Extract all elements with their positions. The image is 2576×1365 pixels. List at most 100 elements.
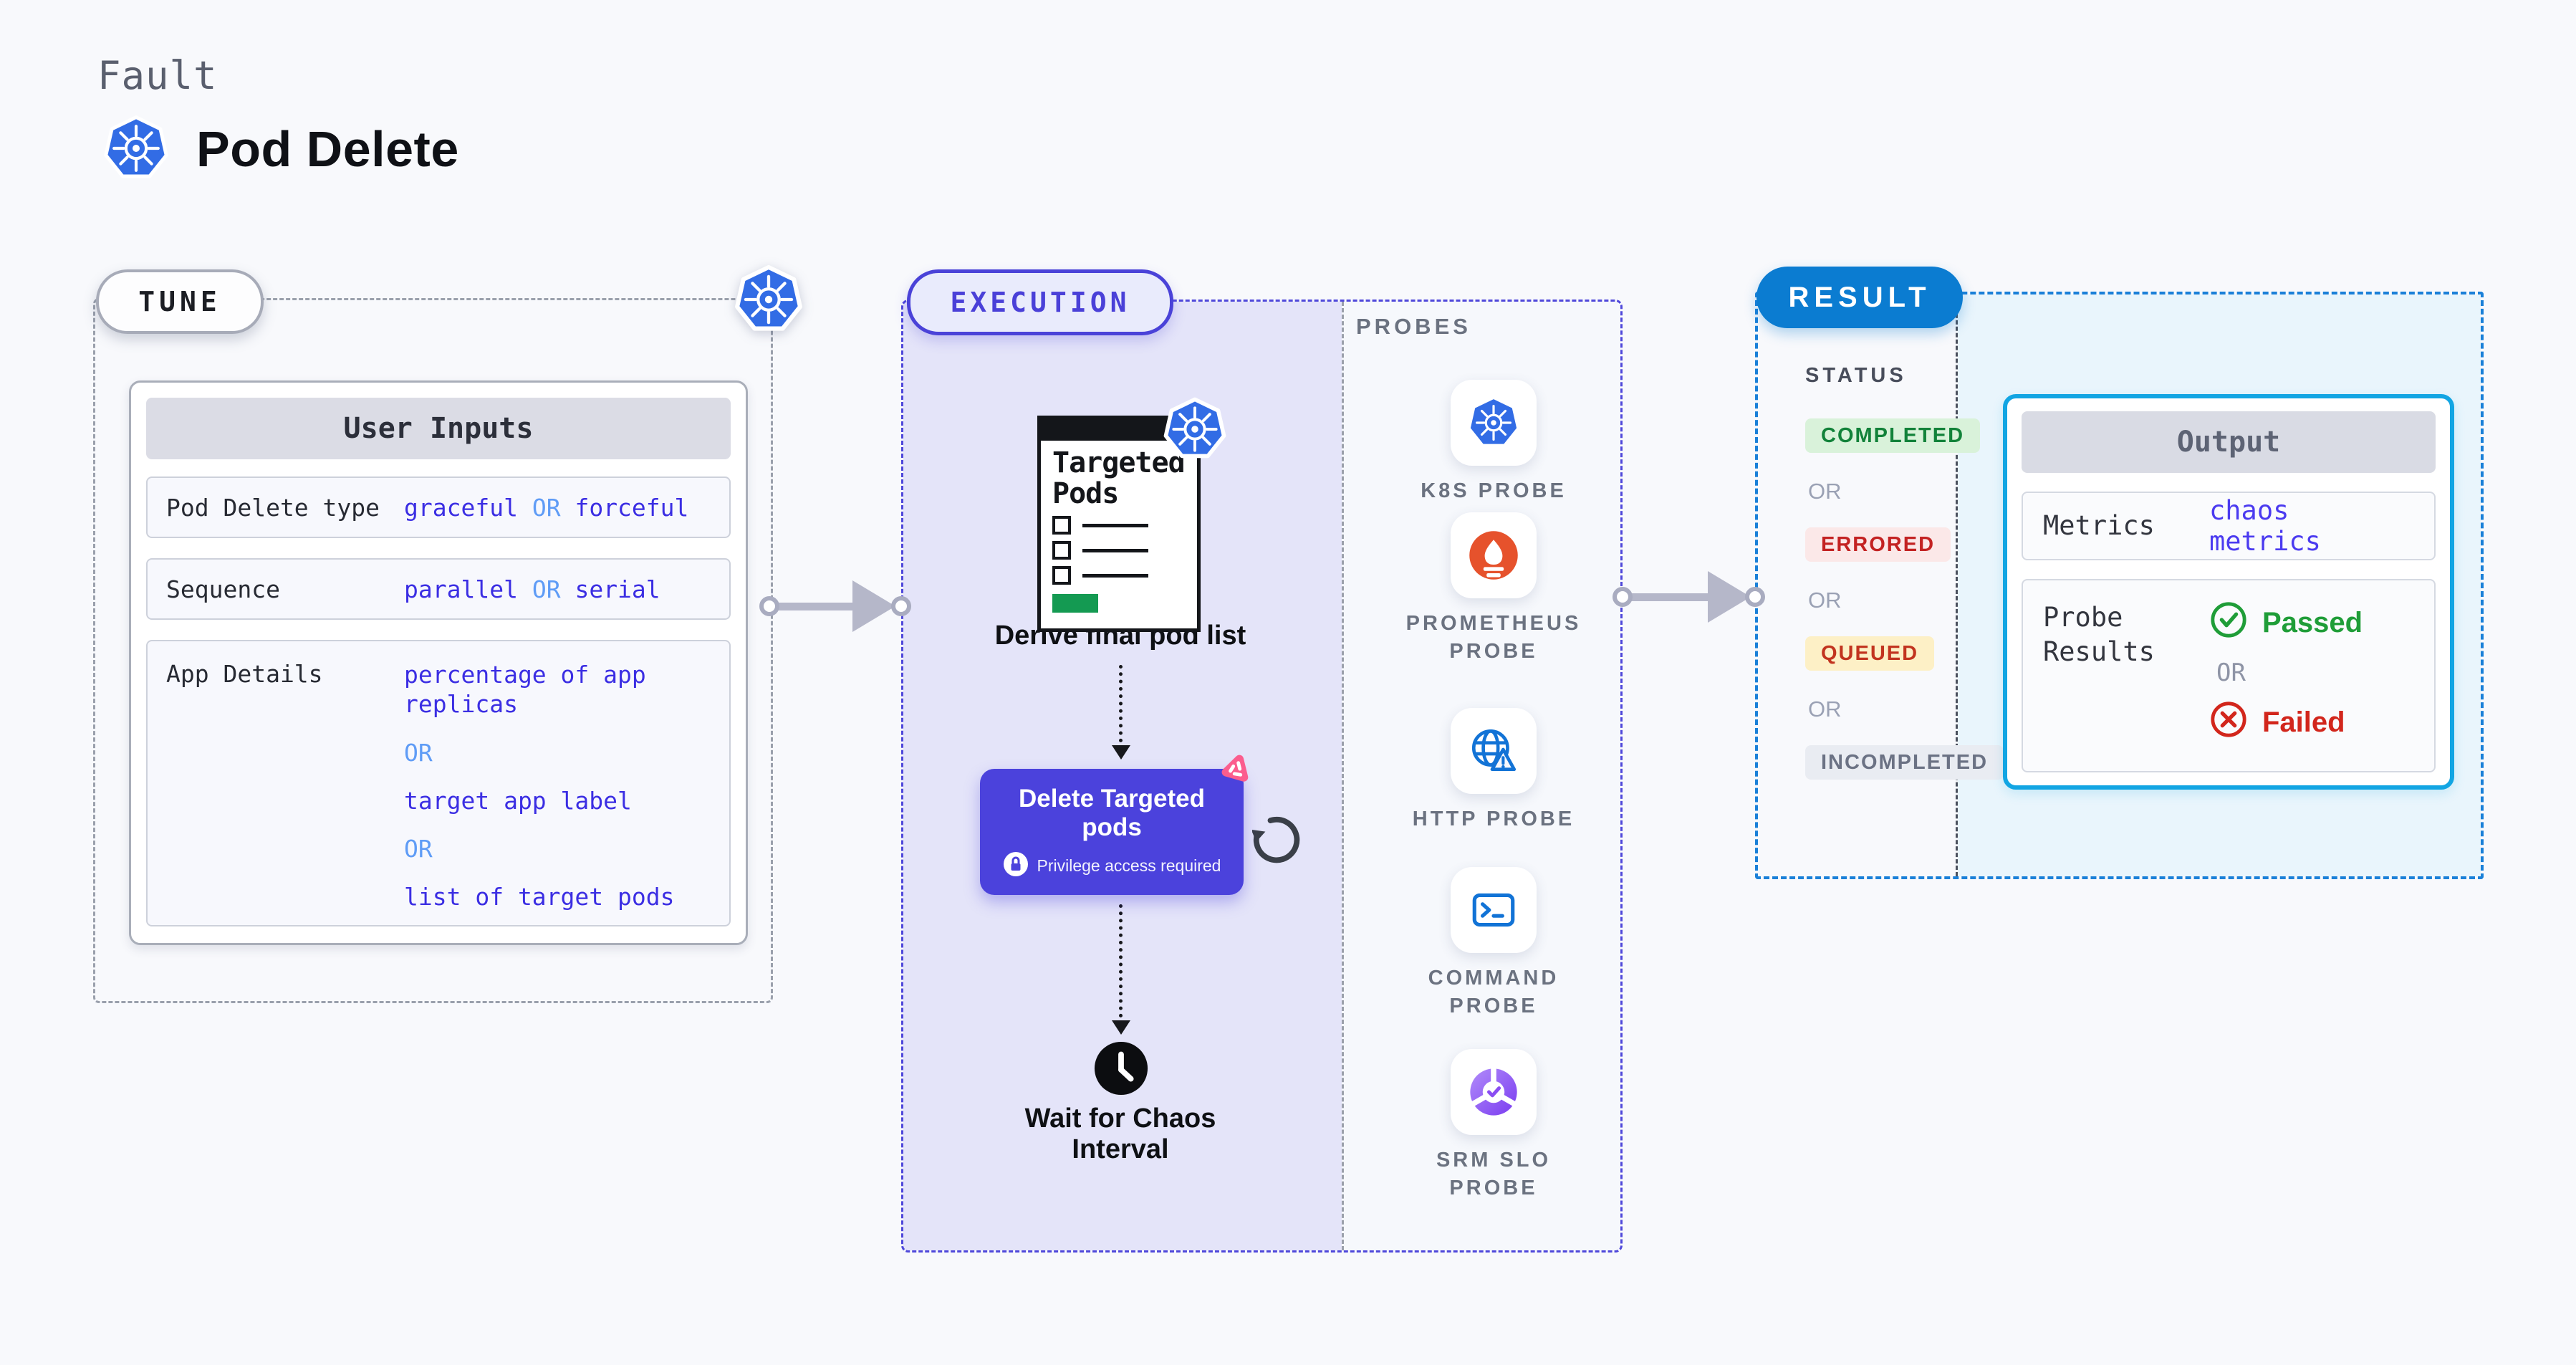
tune-section-box xyxy=(93,298,773,1003)
execution-section-box xyxy=(901,300,1623,1253)
failed-line: Failed xyxy=(2209,700,2363,745)
kubernetes-icon xyxy=(731,262,806,337)
terminal-icon xyxy=(1451,867,1537,953)
failed-label: Failed xyxy=(2262,707,2345,738)
metrics-row: Metrics chaos metrics xyxy=(2022,492,2436,560)
list-line xyxy=(1082,573,1148,578)
clock-icon xyxy=(1093,1040,1149,1096)
probe-item-http: HTTP PROBE xyxy=(1400,708,1587,833)
result-badge: RESULT xyxy=(1756,267,1963,328)
connector-port xyxy=(1745,587,1765,607)
result-section-box xyxy=(1755,292,2484,879)
passed-label: Passed xyxy=(2262,607,2363,638)
wait-chaos-interval-label: Wait for Chaos Interval xyxy=(1024,1103,1216,1164)
connector-port xyxy=(759,596,779,616)
or-separator: OR xyxy=(404,835,433,863)
clipboard-title: Targeted Pods xyxy=(1052,446,1186,511)
globe-warning-icon xyxy=(1451,708,1537,794)
value-option: serial xyxy=(575,575,660,603)
flow-connector xyxy=(1119,665,1123,742)
row-value: parallel OR serial xyxy=(404,575,711,603)
check-circle-icon xyxy=(2209,600,2248,646)
row-value: graceful OR forceful xyxy=(404,494,711,522)
arrow-down-icon xyxy=(1112,1020,1130,1035)
checklist-item xyxy=(1052,516,1197,535)
table-row: Sequence parallel OR serial xyxy=(146,558,731,620)
probe-label: SRM SLO PROBE xyxy=(1436,1149,1552,1200)
connector-port xyxy=(1613,587,1633,607)
row-label: Metrics xyxy=(2043,509,2155,541)
result-divider xyxy=(1956,294,1958,876)
probe-results-row: Probe Results Passed OR xyxy=(2022,579,2436,772)
user-inputs-header: User Inputs xyxy=(146,398,731,459)
node-title: Delete Targeted pods xyxy=(1019,785,1205,842)
arrow-right-icon xyxy=(1708,571,1751,623)
value-option: forceful xyxy=(575,493,689,522)
arrow-right-icon xyxy=(852,580,895,632)
table-row: Pod Delete type graceful OR forceful xyxy=(146,476,731,538)
probes-divider xyxy=(1342,302,1344,1250)
row-label: Probe Results xyxy=(2043,602,2155,668)
privilege-note: Privilege access required xyxy=(1037,856,1221,875)
probe-label: COMMAND PROBE xyxy=(1428,967,1559,1018)
tune-badge: TUNE xyxy=(96,269,264,334)
checkbox-icon xyxy=(1052,541,1071,560)
probe-item-prometheus: PROMETHEUS PROBE xyxy=(1400,512,1587,666)
connector-line xyxy=(1627,593,1714,601)
value-option: target app label xyxy=(404,786,632,815)
slo-donut-check-icon xyxy=(1451,1049,1537,1135)
prometheus-icon xyxy=(1451,512,1537,598)
table-row: App Details percentage of app replicas O… xyxy=(146,640,731,926)
row-label: App Details xyxy=(166,660,323,688)
probe-results-values: Passed OR Failed xyxy=(2209,600,2363,745)
probe-item-srm-slo: SRM SLO PROBE xyxy=(1400,1049,1587,1202)
checklist-item xyxy=(1052,541,1197,560)
status-badge-errored: ERRORED xyxy=(1805,527,1951,562)
value-option: percentage of app replicas xyxy=(404,661,646,719)
fault-eyebrow: Fault xyxy=(97,53,218,98)
status-badge-incompleted: INCOMPLETED xyxy=(1805,745,2004,780)
checkbox-icon xyxy=(1052,516,1071,535)
or-separator: OR xyxy=(2216,658,2246,687)
or-separator: OR xyxy=(1808,588,1842,613)
probes-heading: PROBES xyxy=(1356,314,1471,339)
probe-label: K8S PROBE xyxy=(1421,479,1567,502)
page-title: Pod Delete xyxy=(196,121,459,177)
probe-label: HTTP PROBE xyxy=(1412,808,1575,830)
value-option: list of target pods xyxy=(404,883,675,911)
output-header: Output xyxy=(2022,411,2436,473)
kubernetes-icon xyxy=(1160,394,1229,464)
connector-line xyxy=(773,603,859,610)
passed-line: Passed xyxy=(2209,600,2363,646)
row-value: percentage of app replicas OR target app… xyxy=(404,660,711,912)
value-option: graceful xyxy=(404,493,518,522)
or-separator: OR xyxy=(1808,696,1842,722)
delete-targeted-pods-node: Delete Targeted pods Privilege access re… xyxy=(980,769,1244,895)
checkbox-icon xyxy=(1052,566,1071,585)
arrow-down-icon xyxy=(1112,745,1130,760)
value-option: parallel xyxy=(404,575,518,603)
status-heading: STATUS xyxy=(1805,364,1907,387)
privilege-row: Privilege access required xyxy=(980,851,1244,881)
retry-loop-icon xyxy=(1251,815,1301,864)
litmus-chaos-icon xyxy=(1216,749,1256,790)
flow-connector xyxy=(1119,904,1123,1017)
lock-icon xyxy=(1003,851,1029,881)
kubernetes-icon xyxy=(1451,380,1537,466)
probe-label: PROMETHEUS PROBE xyxy=(1405,612,1582,664)
or-separator: OR xyxy=(532,575,561,603)
probe-item-k8s: K8S PROBE xyxy=(1400,380,1587,505)
list-line xyxy=(1082,523,1148,527)
kubernetes-icon xyxy=(100,112,172,185)
or-separator: OR xyxy=(1808,479,1842,504)
x-circle-icon xyxy=(2209,700,2248,745)
row-label: Pod Delete type xyxy=(166,493,380,522)
row-label: Sequence xyxy=(166,575,280,603)
progress-bar xyxy=(1052,594,1098,613)
or-separator: OR xyxy=(532,493,561,522)
or-separator: OR xyxy=(404,738,433,767)
status-badge-completed: COMPLETED xyxy=(1805,418,1981,453)
execution-badge: EXECUTION xyxy=(907,269,1173,335)
connector-port xyxy=(891,596,911,616)
